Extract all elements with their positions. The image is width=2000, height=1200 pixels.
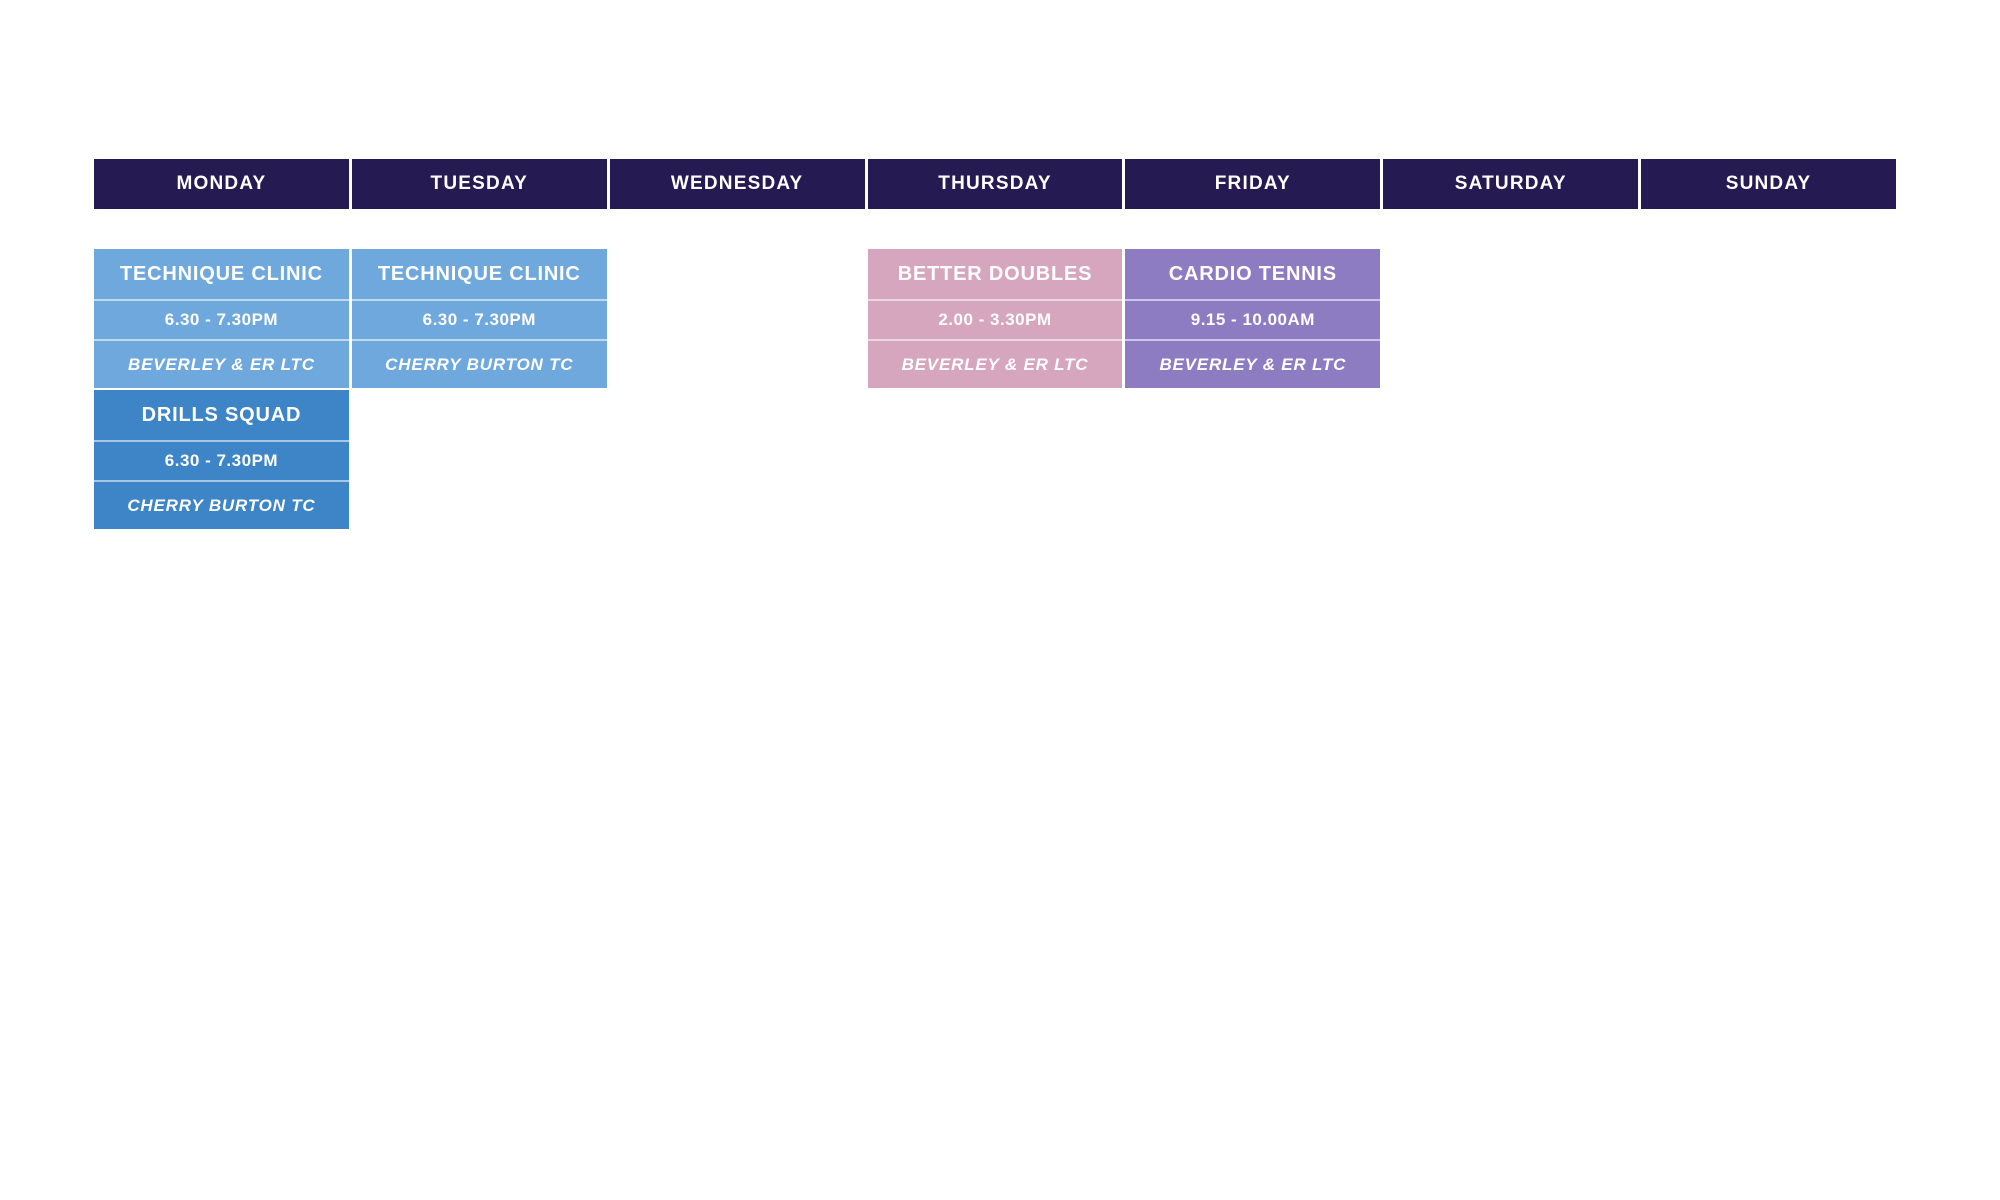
- event-venue: CHERRY BURTON TC: [94, 480, 349, 529]
- event-title: DRILLS SQUAD: [141, 403, 302, 426]
- event-time: 9.15 - 10.00AM: [1125, 299, 1381, 339]
- day-column-sunday: [1641, 249, 1896, 529]
- event-venue: BEVERLEY & ER LTC: [94, 339, 349, 388]
- event-card-drills-squad-monday: DRILLS SQUAD 6.30 - 7.30PM CHERRY BURTON…: [94, 390, 349, 529]
- day-header-sunday: SUNDAY: [1641, 159, 1896, 209]
- day-column-saturday: [1383, 249, 1638, 529]
- event-card-better-doubles-thursday: BETTER DOUBLES 2.00 - 3.30PM BEVERLEY & …: [867, 249, 1123, 388]
- day-header-row: MONDAY TUESDAY WEDNESDAY THURSDAY FRIDAY…: [94, 159, 1896, 209]
- day-header-wednesday: WEDNESDAY: [609, 159, 865, 209]
- event-venue: BEVERLEY & ER LTC: [867, 339, 1123, 388]
- day-header-saturday: SATURDAY: [1383, 159, 1639, 209]
- event-venue: BEVERLEY & ER LTC: [1125, 339, 1381, 388]
- event-time: 6.30 - 7.30PM: [351, 299, 607, 339]
- event-title: TECHNIQUE CLINIC: [377, 262, 581, 285]
- event-card-cardio-tennis-friday: CARDIO TENNIS 9.15 - 10.00AM BEVERLEY & …: [1125, 249, 1381, 388]
- event-title: TECHNIQUE CLINIC: [120, 262, 323, 285]
- day-column-monday: TECHNIQUE CLINIC 6.30 - 7.30PM BEVERLEY …: [94, 249, 349, 529]
- day-column-friday: CARDIO TENNIS 9.15 - 10.00AM BEVERLEY & …: [1125, 249, 1381, 529]
- day-header-monday: MONDAY: [94, 159, 349, 209]
- event-card-technique-clinic-tuesday: TECHNIQUE CLINIC 6.30 - 7.30PM CHERRY BU…: [351, 249, 607, 388]
- day-header-thursday: THURSDAY: [867, 159, 1123, 209]
- event-time: 6.30 - 7.30PM: [94, 440, 349, 480]
- weekly-timetable: MONDAY TUESDAY WEDNESDAY THURSDAY FRIDAY…: [94, 159, 1896, 529]
- events-row: TECHNIQUE CLINIC 6.30 - 7.30PM BEVERLEY …: [94, 249, 1896, 529]
- day-column-wednesday: [610, 249, 865, 529]
- day-header-tuesday: TUESDAY: [351, 159, 607, 209]
- event-title: CARDIO TENNIS: [1168, 262, 1337, 285]
- day-header-friday: FRIDAY: [1125, 159, 1381, 209]
- event-venue: CHERRY BURTON TC: [351, 339, 607, 388]
- day-column-thursday: BETTER DOUBLES 2.00 - 3.30PM BEVERLEY & …: [867, 249, 1123, 529]
- event-title: BETTER DOUBLES: [897, 262, 1093, 285]
- event-card-technique-clinic-monday: TECHNIQUE CLINIC 6.30 - 7.30PM BEVERLEY …: [94, 249, 349, 388]
- event-time: 6.30 - 7.30PM: [94, 299, 349, 339]
- event-time: 2.00 - 3.30PM: [867, 299, 1123, 339]
- day-column-tuesday: TECHNIQUE CLINIC 6.30 - 7.30PM CHERRY BU…: [351, 249, 607, 529]
